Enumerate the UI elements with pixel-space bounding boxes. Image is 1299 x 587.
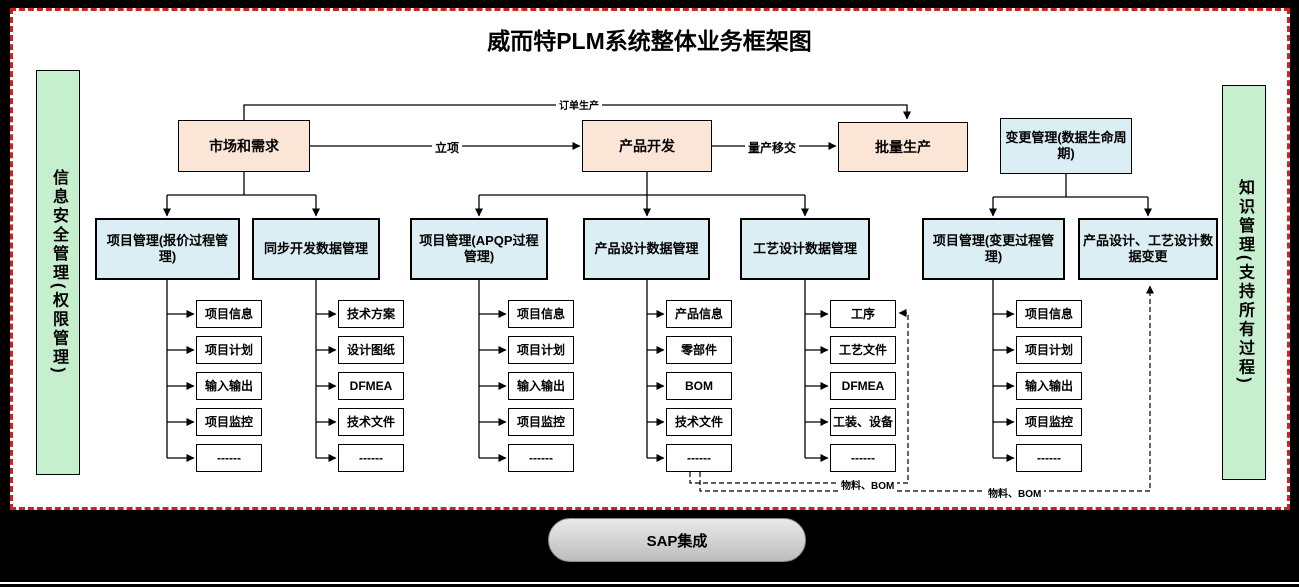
bottom-edge-line (0, 582, 1299, 584)
flow-label-mass-production-handover: 量产移交 (745, 139, 800, 156)
flow-box-production: 批量生产 (838, 122, 968, 172)
solid-connectors (163, 104, 1152, 462)
flow-label-order-production: 订单生产 (556, 97, 602, 112)
flow-label-project-initiation: 立项 (432, 139, 463, 156)
item-box: 零部件 (666, 336, 732, 364)
material-bom-label: 物料、BOM (838, 477, 898, 492)
item-box: ------ (508, 444, 574, 472)
right-sidebar-knowledge-management: 知识管理(支持所有过程) (1222, 85, 1266, 480)
item-box: 项目监控 (1016, 408, 1082, 436)
item-box: 项目计划 (1016, 336, 1082, 364)
flow-box-development: 产品开发 (582, 120, 712, 172)
level2-box-change-process: 项目管理(变更过程管理) (922, 218, 1065, 280)
sap-integration-node: SAP集成 (548, 518, 806, 562)
item-box: DFMEA (338, 372, 404, 400)
item-box: 工艺文件 (830, 336, 896, 364)
item-box: 项目信息 (1016, 300, 1082, 328)
page-title: 威而特PLM系统整体业务框架图 (487, 28, 812, 54)
item-box: 项目监控 (196, 408, 262, 436)
level2-box-design-data-change: 产品设计、工艺设计数据变更 (1078, 218, 1218, 280)
left-sidebar-security-management: 信息安全管理(权限管理) (36, 70, 80, 475)
item-box: 输入输出 (1016, 372, 1082, 400)
item-box: 项目信息 (508, 300, 574, 328)
flow-box-market: 市场和需求 (178, 120, 310, 172)
item-box: 产品信息 (666, 300, 732, 328)
item-box: 工序 (830, 300, 896, 328)
level2-box-quotation-process: 项目管理(报价过程管理) (95, 218, 240, 280)
item-box: 设计图纸 (338, 336, 404, 364)
material-bom-label: 物料、BOM (985, 485, 1045, 500)
item-box: 技术方案 (338, 300, 404, 328)
item-box: 输入输出 (508, 372, 574, 400)
item-box: 项目计划 (508, 336, 574, 364)
item-box: 项目监控 (508, 408, 574, 436)
item-box: ------ (1016, 444, 1082, 472)
level2-box-apqp-process: 项目管理(APQP过程管理) (410, 218, 548, 280)
item-box: BOM (666, 372, 732, 400)
item-box: 技术文件 (666, 408, 732, 436)
item-box: ------ (830, 444, 896, 472)
item-box: 技术文件 (338, 408, 404, 436)
item-box: 工装、设备 (830, 408, 896, 436)
flow-box-change-management: 变更管理(数据生命周期) (1000, 118, 1132, 174)
item-box: 输入输出 (196, 372, 262, 400)
level2-box-sync-development-data: 同步开发数据管理 (252, 218, 380, 280)
level2-box-process-design-data: 工艺设计数据管理 (740, 218, 870, 280)
item-box: 项目计划 (196, 336, 262, 364)
item-box: ------ (196, 444, 262, 472)
level2-box-product-design-data: 产品设计数据管理 (583, 218, 710, 280)
item-box: 项目信息 (196, 300, 262, 328)
item-box: DFMEA (830, 372, 896, 400)
item-box: ------ (338, 444, 404, 472)
dashed-connectors (689, 285, 1154, 492)
item-box: ------ (666, 444, 732, 472)
